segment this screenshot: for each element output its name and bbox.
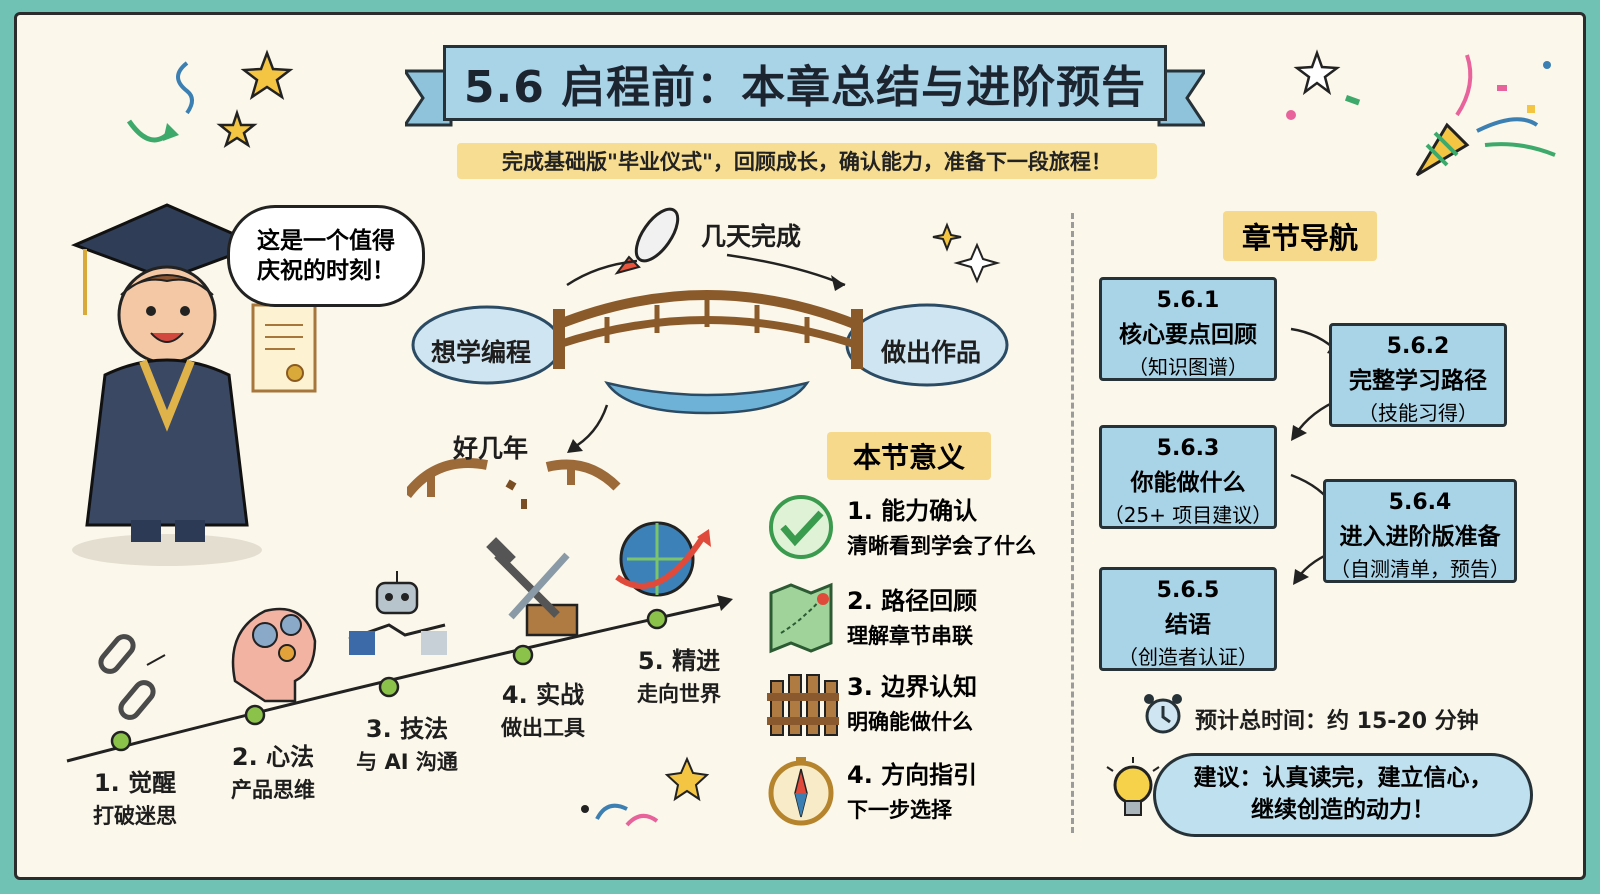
meaning-item-1: 1. 能力确认 清晰看到学会了什么 bbox=[847, 491, 1077, 560]
title-banner: 5.6 启程前：本章总结与进阶预告 bbox=[405, 31, 1205, 141]
robot-handshake-icon bbox=[348, 571, 447, 655]
rocket-icon bbox=[614, 207, 680, 275]
nav-item-subtitle: （知识图谱） bbox=[1128, 355, 1248, 379]
nav-item-title: 完整学习路径 bbox=[1349, 368, 1487, 394]
nav-item-subtitle: （创造者认证） bbox=[1118, 645, 1258, 669]
tools-icon bbox=[486, 537, 579, 637]
timeline-step-subtitle: 做出工具 bbox=[501, 716, 585, 740]
meaning-item-title: 3. 边界认知 bbox=[847, 673, 978, 701]
nav-item-number: 5.6.2 bbox=[1386, 334, 1450, 359]
bridge-start-label: 想学编程 bbox=[431, 338, 532, 367]
alarm-clock-icon bbox=[1144, 694, 1182, 734]
fence-icon bbox=[767, 674, 839, 736]
nav-item-title: 你能做什么 bbox=[1130, 470, 1246, 496]
nav-item-5-6-4[interactable]: 5.6.4 进入进阶版准备 （自测清单，预告） bbox=[1323, 479, 1517, 583]
party-popper-icon bbox=[1286, 49, 1556, 177]
nav-item-number: 5.6.3 bbox=[1156, 436, 1220, 461]
nav-item-number: 5.6.1 bbox=[1156, 288, 1220, 313]
timeline-step-subtitle: 走向世界 bbox=[637, 682, 721, 706]
nav-item-5-6-5[interactable]: 5.6.5 结语 （创造者认证） bbox=[1099, 567, 1277, 671]
meaning-item-title: 2. 路径回顾 bbox=[847, 587, 978, 615]
timeline-step-subtitle: 打破迷思 bbox=[93, 804, 177, 828]
meaning-item-subtitle: 理解章节串联 bbox=[847, 624, 973, 648]
nav-item-subtitle: （25+ 项目建议） bbox=[1103, 503, 1273, 527]
nav-item-5-6-2[interactable]: 5.6.2 完整学习路径 （技能习得） bbox=[1329, 323, 1507, 427]
decor-stars-arrows-icon bbox=[126, 49, 294, 148]
nav-item-title: 结语 bbox=[1165, 612, 1211, 638]
confetti-icon bbox=[581, 756, 710, 827]
page-subtitle: 完成基础版"毕业仪式"，回顾成长，确认能力，准备下一段旅程！ bbox=[457, 143, 1157, 179]
timeline-step-4: 4. 实战 做出工具 bbox=[483, 675, 603, 742]
speech-line-2: 庆祝的时刻！ bbox=[257, 258, 395, 284]
broken-bridge-icon bbox=[407, 458, 621, 509]
infographic-canvas: 5.6 启程前：本章总结与进阶预告 完成基础版"毕业仪式"，回顾成长，确认能力，… bbox=[14, 12, 1586, 880]
nav-item-5-6-3[interactable]: 5.6.3 你能做什么 （25+ 项目建议） bbox=[1099, 425, 1277, 529]
meaning-item-title: 1. 能力确认 bbox=[847, 497, 978, 525]
chapter-nav-title: 章节导航 bbox=[1223, 211, 1377, 261]
page-title: 5.6 启程前：本章总结与进阶预告 bbox=[443, 45, 1167, 121]
meaning-item-subtitle: 下一步选择 bbox=[847, 798, 952, 822]
timeline-step-title: 4. 实战 bbox=[501, 681, 585, 709]
time-estimate: 预计总时间：约 15-20 分钟 bbox=[1195, 709, 1479, 734]
nav-item-5-6-1[interactable]: 5.6.1 核心要点回顾 （知识图谱） bbox=[1099, 277, 1277, 381]
nav-item-title: 核心要点回顾 bbox=[1119, 322, 1257, 348]
meaning-item-2: 2. 路径回顾 理解章节串联 bbox=[847, 581, 1077, 650]
check-icon bbox=[769, 495, 833, 559]
timeline-step-title: 2. 心法 bbox=[231, 743, 315, 771]
nav-item-number: 5.6.4 bbox=[1388, 490, 1452, 515]
meaning-item-3: 3. 边界认知 明确能做什么 bbox=[847, 667, 1077, 736]
bridge-slow-label: 好几年 bbox=[453, 434, 529, 463]
meaning-item-title: 4. 方向指引 bbox=[847, 761, 978, 789]
timeline-step-title: 1. 觉醒 bbox=[93, 769, 177, 797]
growth-timeline-icon bbox=[66, 521, 733, 763]
tip-line-1: 建议：认真读完，建立信心， bbox=[1193, 765, 1493, 791]
bridge-scene-icon bbox=[407, 207, 1009, 509]
timeline-step-3: 3. 技法 与 AI 沟通 bbox=[347, 709, 467, 776]
section-divider bbox=[1071, 213, 1074, 833]
timeline-step-title: 5. 精进 bbox=[637, 647, 721, 675]
timeline-step-title: 3. 技法 bbox=[365, 715, 449, 743]
timeline-step-2: 2. 心法 产品思维 bbox=[213, 737, 333, 804]
lightbulb-icon bbox=[1106, 757, 1160, 816]
globe-arrow-icon bbox=[615, 521, 711, 597]
timeline-step-5: 5. 精进 走向世界 bbox=[619, 641, 739, 708]
meaning-section-title: 本节意义 bbox=[827, 432, 991, 480]
map-icon bbox=[769, 582, 833, 654]
nav-item-title: 进入进阶版准备 bbox=[1339, 524, 1501, 550]
brain-gears-icon bbox=[231, 607, 317, 703]
graduate-character-icon bbox=[70, 203, 317, 566]
timeline-step-subtitle: 与 AI 沟通 bbox=[356, 750, 458, 774]
speech-line-1: 这是一个值得 bbox=[257, 228, 395, 254]
nav-item-subtitle: （技能习得） bbox=[1358, 401, 1478, 425]
timeline-step-1: 1. 觉醒 打破迷思 bbox=[75, 763, 195, 830]
nav-item-subtitle: （自测清单，预告） bbox=[1330, 557, 1510, 581]
nav-item-number: 5.6.5 bbox=[1156, 578, 1220, 603]
bridge-end-label: 做出作品 bbox=[881, 338, 982, 367]
bridge-fast-label: 几天完成 bbox=[701, 222, 802, 251]
meaning-item-subtitle: 清晰看到学会了什么 bbox=[847, 534, 1036, 558]
tip-line-2: 继续创造的动力！ bbox=[1251, 797, 1435, 823]
meaning-item-4: 4. 方向指引 下一步选择 bbox=[847, 755, 1077, 824]
compass-icon bbox=[768, 757, 834, 826]
speech-bubble: 这是一个值得 庆祝的时刻！ bbox=[227, 205, 425, 307]
meaning-item-subtitle: 明确能做什么 bbox=[847, 710, 973, 734]
broken-chain-icon bbox=[98, 634, 166, 720]
tip-box: 建议：认真读完，建立信心， 继续创造的动力！ bbox=[1153, 753, 1533, 837]
timeline-step-subtitle: 产品思维 bbox=[231, 778, 315, 802]
